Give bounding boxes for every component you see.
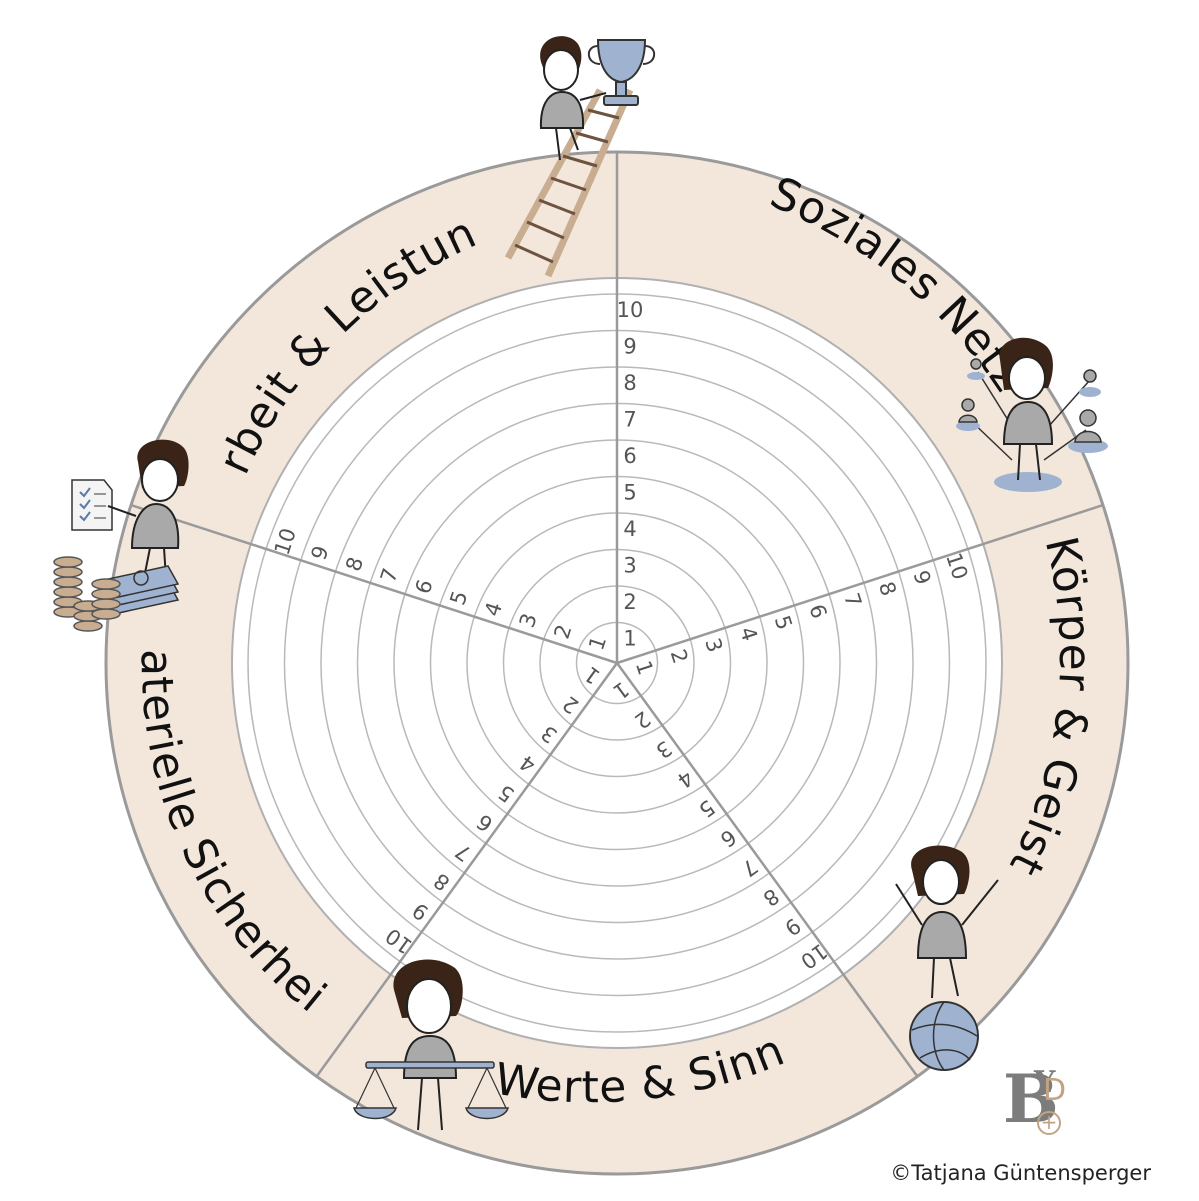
logo-letter-d: D <box>1043 1073 1067 1108</box>
stick-figure-climbing-icon <box>539 36 607 161</box>
segment-divider <box>616 503 1104 665</box>
basketball-icon <box>909 1001 979 1071</box>
stick-figure-ball-icon <box>895 845 999 999</box>
checklist-icon <box>71 479 113 531</box>
coins-icon <box>53 556 121 632</box>
scale-number: 5 <box>623 481 636 505</box>
scale-number: 8 <box>623 371 636 395</box>
scales-icon <box>353 1061 509 1120</box>
trophy-icon <box>587 39 656 106</box>
logo-letter-y: Y <box>1034 1065 1056 1100</box>
scale-number: 6 <box>623 444 636 468</box>
logo-plus-icon: + <box>1037 1111 1061 1135</box>
stick-figure-scales-icon <box>393 959 463 1131</box>
scale-number: 3 <box>623 554 636 578</box>
stick-figure-money-icon <box>107 439 189 579</box>
brand-logo: B Y D + <box>1003 1065 1066 1142</box>
stick-figure-network-icon <box>956 337 1108 492</box>
scale-number: 4 <box>623 517 636 541</box>
segment-dividers <box>130 152 1104 1078</box>
copyright-notice: ©Tatjana Güntensperger <box>890 1161 1151 1185</box>
scale-number: 2 <box>623 590 636 614</box>
scale-number: 7 <box>623 408 636 432</box>
segment-divider <box>315 662 619 1078</box>
segment-divider <box>130 503 618 665</box>
scale-number: 10 <box>617 298 644 322</box>
scale-number: 9 <box>623 335 636 359</box>
banknotes-icon <box>102 565 180 615</box>
ladder-icon <box>504 88 634 278</box>
segment-divider <box>615 662 919 1078</box>
scale-number: 1 <box>623 627 636 651</box>
